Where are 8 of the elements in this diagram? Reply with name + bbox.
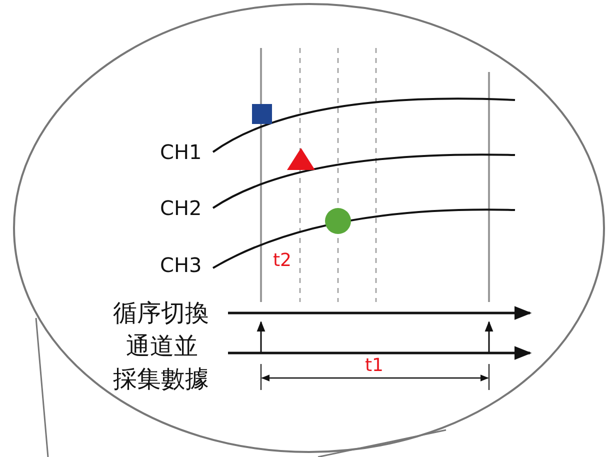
step-label: 採集數據 xyxy=(113,367,209,391)
step-label: 通道並 xyxy=(126,334,198,358)
step-label: 循序切換 xyxy=(113,301,209,325)
interval-label: t1 xyxy=(365,357,384,375)
channel-label: CH3 xyxy=(160,255,202,275)
interval-label: t2 xyxy=(273,252,292,270)
channel-label: CH2 xyxy=(160,198,202,218)
channel-label: CH1 xyxy=(160,142,202,162)
